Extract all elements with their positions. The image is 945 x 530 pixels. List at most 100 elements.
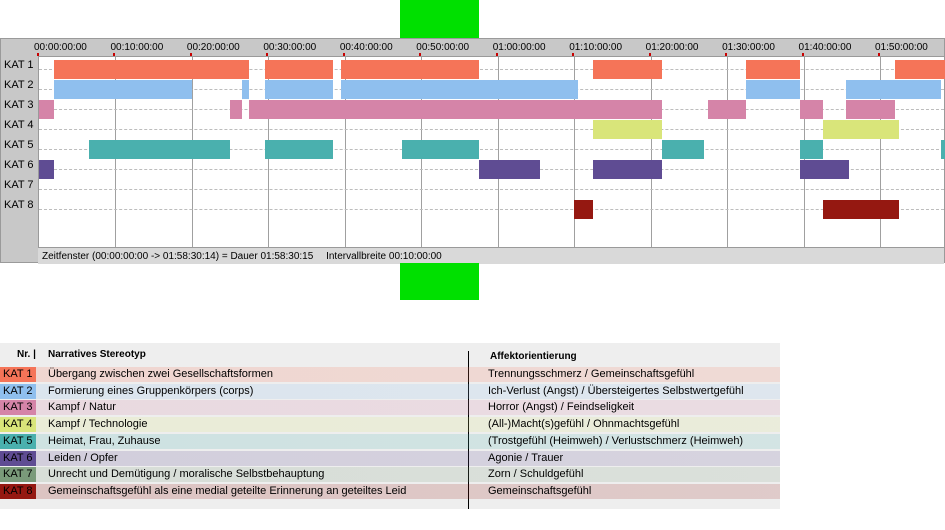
green-marker-top: [400, 0, 479, 38]
category-badge: KAT 1: [0, 367, 36, 382]
timeline-segment-kat-5[interactable]: [402, 140, 479, 159]
timeline-segment-kat-2[interactable]: [54, 80, 192, 99]
timeline-segment-kat-5[interactable]: [88, 140, 231, 159]
timeline-segment-kat-6[interactable]: [593, 160, 663, 179]
legend-header-stereotype: Narratives Stereotyp: [48, 349, 146, 360]
time-grid-line: [497, 57, 499, 261]
category-row-label: KAT 5: [4, 139, 34, 151]
timeline-segment-kat-5[interactable]: [264, 140, 334, 159]
stereotype-text: Gemeinschaftsgefühl als eine medial gete…: [48, 484, 407, 497]
category-row-label: KAT 1: [4, 59, 34, 71]
time-tick-marker: [113, 53, 116, 56]
affect-text: Agonie / Trauer: [488, 451, 564, 464]
timeline-segment-kat-1[interactable]: [54, 60, 250, 79]
time-grid-line: [574, 57, 576, 261]
time-grid-line: [880, 57, 881, 261]
timeline-panel[interactable]: Zeitfenster (00:00:00:00 -> 01:58:30:14)…: [0, 38, 945, 264]
category-badge-label: KAT 5: [3, 434, 33, 447]
time-tick-label: 01:30:00:00: [722, 42, 775, 53]
timeline-segment-kat-8[interactable]: [822, 200, 900, 219]
timeline-segment-kat-4[interactable]: [593, 120, 663, 139]
timeline-segment-kat-2[interactable]: [241, 80, 250, 99]
legend-row: KAT 6 Leiden / Opfer Agonie / Trauer: [0, 450, 780, 466]
category-badge: KAT 4: [0, 417, 36, 433]
timeline-segment-kat-3[interactable]: [799, 100, 823, 119]
time-grid-line: [803, 57, 805, 261]
category-row-line: [39, 129, 944, 130]
legend-row: KAT 8 Gemeinschaftsgefühl als eine medial…: [0, 483, 780, 499]
legend-row: KAT 3 Kampf / Natur Horror (Angst) / Feind…: [0, 400, 780, 416]
affect-text: Ich-Verlust (Angst) / Übersteigertes Sel…: [488, 384, 744, 397]
timeline-segment-kat-2[interactable]: [341, 80, 578, 99]
timeline-segment-kat-1[interactable]: [593, 60, 663, 79]
affect-text: Zorn / Schuldgefühl: [488, 468, 584, 481]
category-row-label: KAT 8: [4, 199, 34, 211]
stereotype-text: Formierung eines Gruppenkörpers (corps): [48, 384, 254, 397]
time-tick-marker: [189, 53, 192, 56]
timeline-segment-kat-1[interactable]: [341, 60, 479, 79]
stereotype-text: Leiden / Opfer: [48, 451, 118, 464]
timeline-segment-kat-6[interactable]: [478, 160, 540, 179]
timeline-segment-kat-3[interactable]: [845, 100, 896, 119]
time-grid-line: [268, 57, 270, 261]
category-badge-label: KAT 1: [3, 368, 33, 380]
category-badge-label: KAT 3: [3, 401, 33, 414]
category-row-label: KAT 2: [4, 79, 34, 91]
category-legend-table: Nr. | Narratives Stereotyp Affektorienti…: [0, 343, 780, 509]
time-tick-label: 00:50:00:00: [416, 42, 470, 53]
timeline-segment-kat-1[interactable]: [895, 60, 945, 79]
time-grid-line: [115, 57, 117, 261]
category-row-label: KAT 6: [4, 159, 34, 171]
timeline-segment-kat-1[interactable]: [746, 60, 800, 79]
timeline-segment-kat-3[interactable]: [230, 100, 242, 119]
timeline-segment-kat-6[interactable]: [799, 160, 850, 179]
category-badge-label: KAT 7: [3, 468, 33, 481]
timeline-segment-kat-1[interactable]: [264, 60, 334, 79]
time-tick-label: 01:10:00:00: [569, 42, 623, 53]
timeline-segment-kat-3[interactable]: [707, 100, 747, 119]
stereotype-text: Kampf / Natur: [48, 401, 116, 414]
time-grid-line: [344, 57, 346, 261]
time-tick-marker: [266, 53, 269, 56]
legend-header-affect: Affektorientierung: [490, 351, 577, 362]
time-grid-line: [727, 57, 729, 261]
category-badge: KAT 6: [0, 450, 36, 466]
category-badge: KAT 3: [0, 400, 36, 416]
green-marker-bottom: [400, 263, 479, 300]
category-badge-label: KAT 2: [3, 384, 33, 397]
timeline-segment-kat-3[interactable]: [249, 100, 663, 119]
time-grid-line: [191, 57, 193, 261]
category-row-line: [39, 69, 944, 70]
category-badge: KAT 7: [0, 467, 36, 483]
affect-text: (All-)Macht(s)gefühl / Ohnmachtsgefühl: [488, 418, 680, 431]
category-row-line: [39, 149, 944, 150]
category-badge-label: KAT 8: [3, 484, 33, 497]
time-tick-marker: [648, 53, 651, 56]
time-tick-label: 00:00:00:00: [34, 42, 87, 53]
timeline-segment-kat-3[interactable]: [39, 100, 55, 119]
timeline-segment-kat-2[interactable]: [264, 80, 334, 99]
timeline-canvas[interactable]: [38, 56, 945, 261]
time-tick-marker: [37, 53, 39, 56]
affect-text: Horror (Angst) / Feindseligkeit: [488, 401, 635, 414]
timeline-segment-kat-8[interactable]: [574, 200, 594, 219]
stereotype-text: Heimat, Frau, Zuhause: [48, 434, 161, 447]
time-tick-marker: [878, 53, 880, 56]
affect-text: Trennungsschmerz / Gemeinschaftsgefühl: [488, 368, 695, 380]
category-badge: KAT 5: [0, 433, 36, 449]
category-badge-label: KAT 4: [3, 418, 33, 431]
timeline-segment-kat-6[interactable]: [39, 160, 55, 179]
timeline-segment-kat-5[interactable]: [662, 140, 705, 159]
timeline-segment-kat-5[interactable]: [799, 140, 823, 159]
timeline-segment-kat-5[interactable]: [941, 140, 945, 159]
timeline-segment-kat-2[interactable]: [746, 80, 800, 99]
time-tick-marker: [495, 53, 498, 56]
time-tick-marker: [419, 53, 422, 56]
affect-text: Gemeinschaftsgefühl: [488, 484, 592, 497]
time-grid-line: [650, 57, 652, 261]
timeline-segment-kat-4[interactable]: [822, 120, 900, 139]
timeline-segment-kat-2[interactable]: [845, 80, 942, 99]
category-row-label: KAT 7: [4, 179, 34, 191]
